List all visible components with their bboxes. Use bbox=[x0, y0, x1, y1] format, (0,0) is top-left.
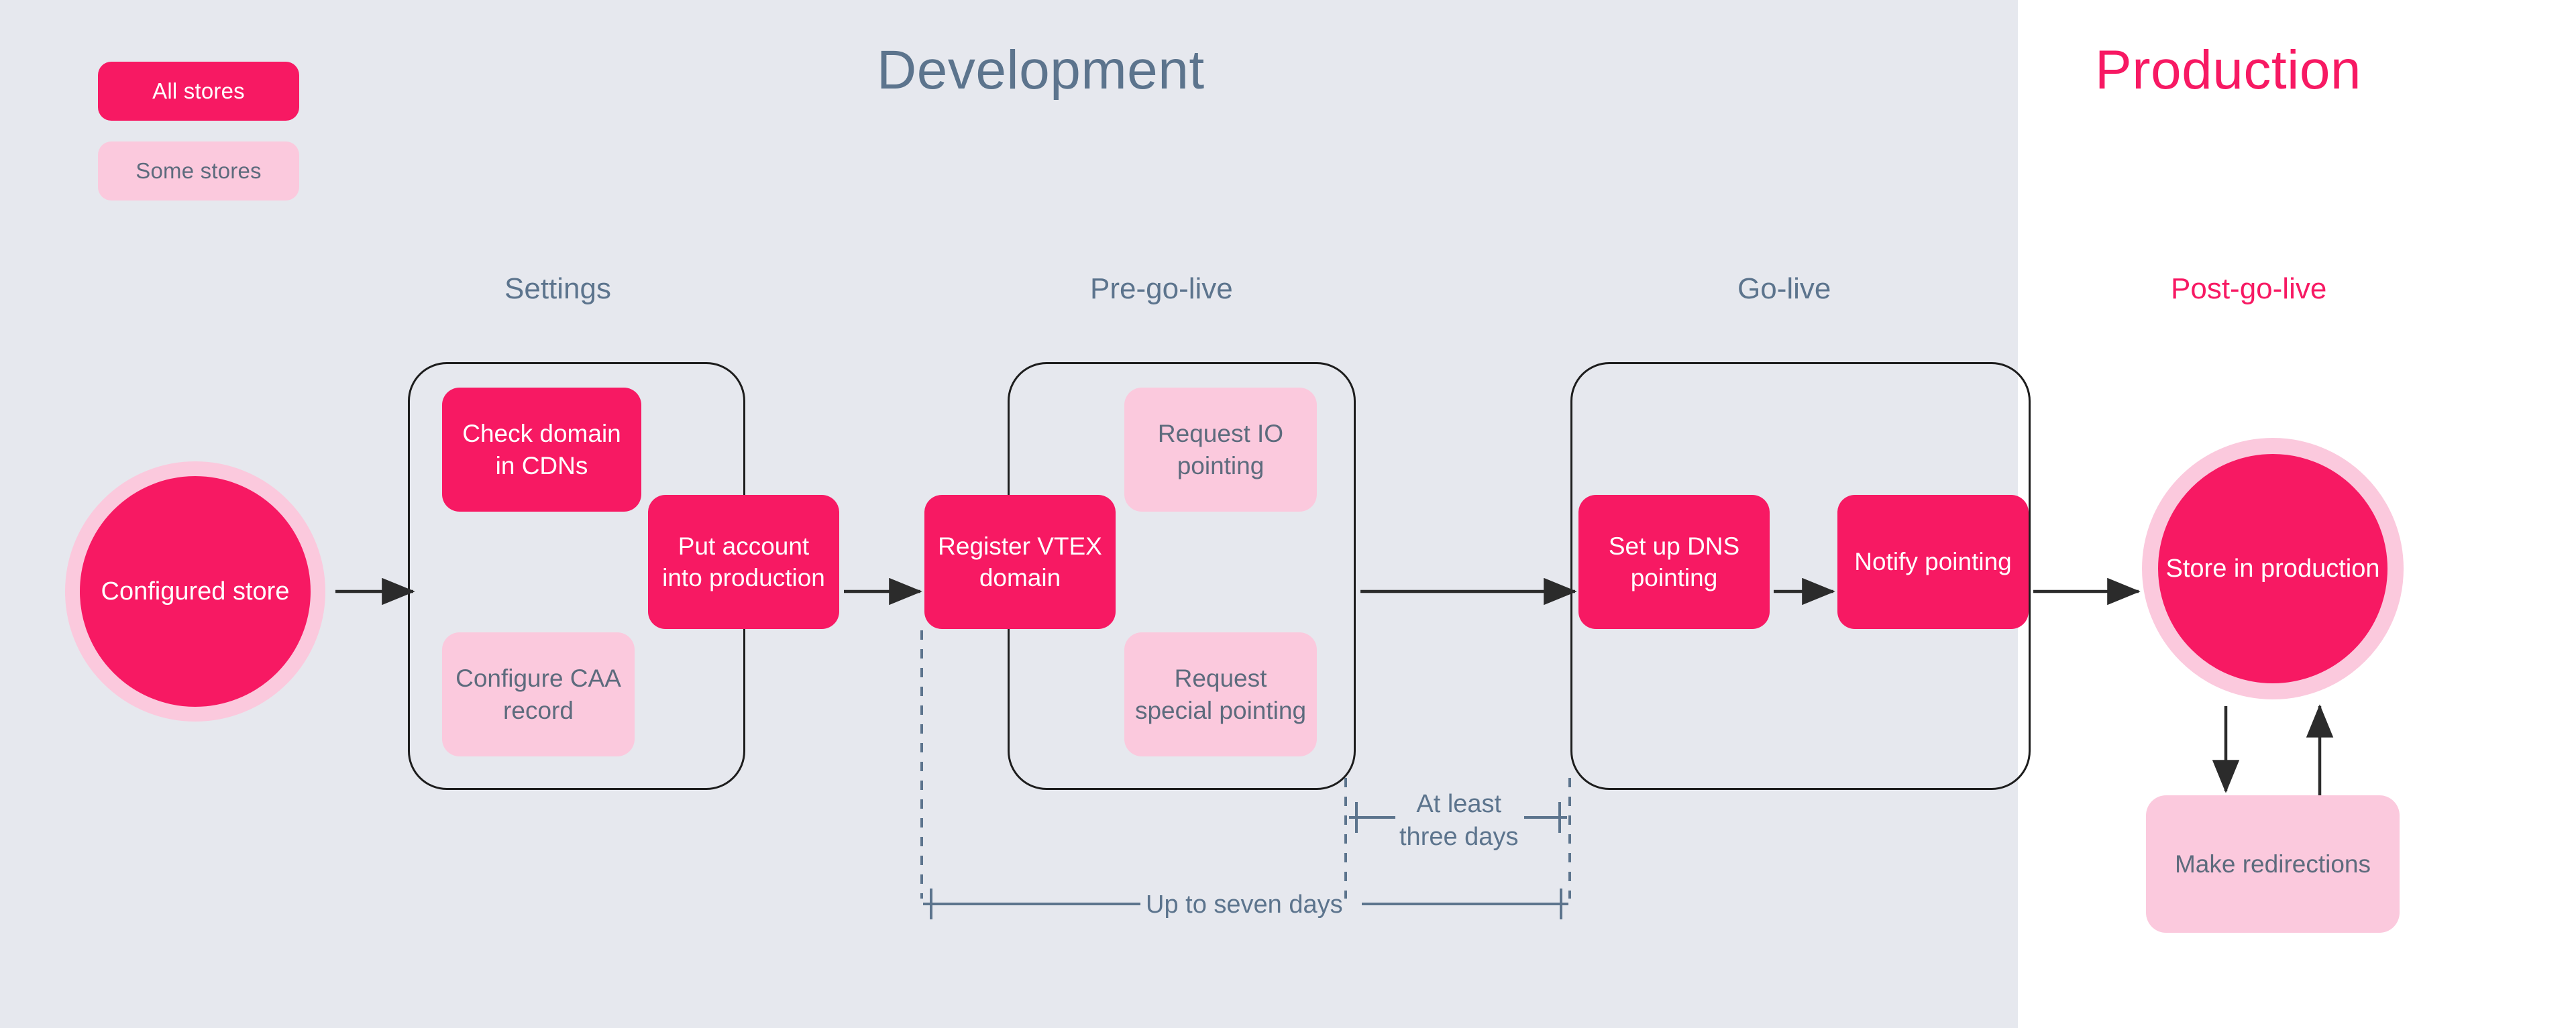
annotation-three-days-line1: At least bbox=[1416, 790, 1502, 818]
annotation-at-least-three-days: At least three days bbox=[1399, 788, 1518, 854]
legend-chip-all-stores[interactable]: All stores bbox=[98, 62, 299, 121]
stage-label-pre-go-live: Pre-go-live bbox=[1090, 272, 1233, 305]
node-make-redirections[interactable]: Make redirections bbox=[2146, 795, 2400, 933]
node-set-up-dns-pointing[interactable]: Set up DNS pointing bbox=[1578, 495, 1770, 629]
node-put-account-into-production[interactable]: Put account into production bbox=[648, 495, 839, 629]
node-check-domain-in-cdns[interactable]: Check domain in CDNs bbox=[442, 388, 641, 512]
phase-title-development: Development bbox=[877, 40, 1205, 101]
node-register-vtex-domain[interactable]: Register VTEX domain bbox=[924, 495, 1116, 629]
group-go-live bbox=[1570, 362, 2031, 790]
phase-title-production: Production bbox=[2095, 40, 2362, 101]
stage-label-post-go-live: Post-go-live bbox=[2171, 272, 2327, 305]
node-notify-pointing[interactable]: Notify pointing bbox=[1837, 495, 2029, 629]
node-request-special-pointing[interactable]: Request special pointing bbox=[1124, 632, 1317, 756]
stage-label-go-live: Go-live bbox=[1737, 272, 1831, 305]
node-configure-caa-record[interactable]: Configure CAA record bbox=[442, 632, 635, 756]
stage-label-settings: Settings bbox=[504, 272, 611, 305]
node-request-io-pointing[interactable]: Request IO pointing bbox=[1124, 388, 1317, 512]
annotation-three-days-line2: three days bbox=[1399, 823, 1519, 852]
annotation-up-to-seven-days: Up to seven days bbox=[1146, 891, 1343, 919]
legend-chip-some-stores[interactable]: Some stores bbox=[98, 141, 299, 201]
node-configured-store[interactable]: Configured store bbox=[65, 461, 325, 722]
node-store-in-production[interactable]: Store in production bbox=[2142, 438, 2404, 699]
